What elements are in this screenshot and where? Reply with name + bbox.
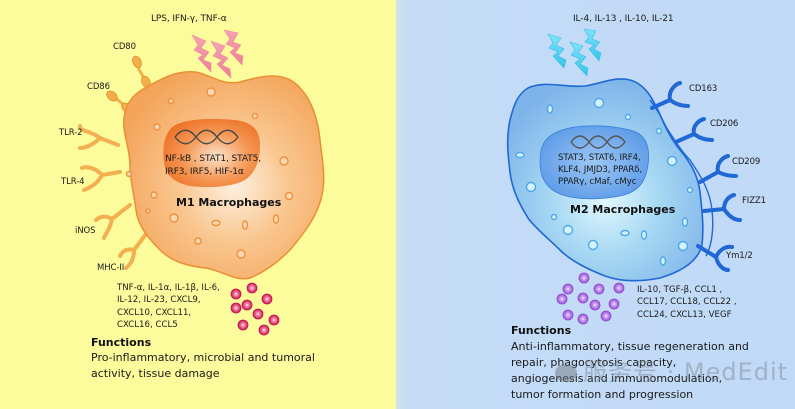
m2-cytokines bbox=[556, 272, 625, 325]
m1-functions-text: Pro-inflammatory, microbial and tumoral … bbox=[91, 351, 315, 380]
m1-functions-heading: Functions bbox=[91, 336, 152, 349]
cd86-label: CD86 bbox=[87, 82, 110, 92]
mhc2-label: MHC-II bbox=[97, 263, 125, 273]
lightning-bolt-icon bbox=[569, 41, 589, 77]
watermark: 服务号 · MedEdit bbox=[555, 352, 788, 387]
ym12-label: Ym1/2 bbox=[726, 251, 753, 261]
m2-dna-icon bbox=[570, 135, 626, 149]
tlr2-label: TLR-2 bbox=[59, 128, 83, 138]
m2-functions-heading: Functions bbox=[511, 324, 572, 337]
watermark-logo-icon bbox=[555, 364, 577, 382]
cd163-receptor-icon bbox=[650, 81, 690, 110]
m1-nucleus-factors-line2: IRF3, IRF5, HIF-1α bbox=[165, 166, 244, 177]
lightning-bolt-icon bbox=[223, 29, 244, 66]
cd80-receptor-icon bbox=[132, 55, 151, 89]
m2-nucleus-factors: STAT3, STAT6, IRF4, KLF4, JMJD3, PPARδ, … bbox=[558, 152, 642, 189]
tlr2-receptor-icon bbox=[78, 124, 120, 150]
mhc2-receptor-icon bbox=[118, 232, 148, 270]
m2-nucleus-factors-line2: KLF4, JMJD3, PPARδ, bbox=[558, 165, 643, 176]
tlr4-label: TLR-4 bbox=[61, 177, 85, 187]
cd209-label: CD209 bbox=[732, 157, 761, 167]
tlr4-receptor-icon bbox=[80, 165, 122, 192]
fizz1-label: FIZZ1 bbox=[742, 196, 766, 206]
watermark-text: 服务号 · MedEdit bbox=[583, 358, 789, 386]
m1-title: M1 Macrophages bbox=[176, 196, 282, 209]
cd206-label: CD206 bbox=[710, 119, 739, 129]
fizz1-receptor-icon bbox=[702, 193, 742, 222]
m1-secreted-cytokines: TNF-α, IL-1α, IL-1β, IL-6, IL-12, IL-23,… bbox=[117, 283, 220, 331]
inos-label: iNOS bbox=[75, 226, 96, 236]
inos-receptor-icon bbox=[94, 203, 132, 240]
m2-nucleus bbox=[539, 125, 649, 200]
m2-nucleus-factors-line1: STAT3, STAT6, IRF4, bbox=[558, 153, 641, 163]
lightning-bolt-icon bbox=[191, 34, 212, 73]
m2-title: M2 Macrophages bbox=[570, 203, 676, 216]
cd80-label: CD80 bbox=[113, 42, 136, 52]
lightning-bolt-icon bbox=[583, 28, 602, 62]
ym12-receptor-icon bbox=[696, 244, 734, 272]
m1-cytokines bbox=[230, 282, 280, 336]
m1-vesicles bbox=[125, 87, 294, 259]
cd206-receptor-icon bbox=[674, 117, 714, 144]
m2-membrane-extension bbox=[649, 99, 714, 257]
cd163-label: CD163 bbox=[689, 84, 718, 94]
m2-stimuli-label: IL-4, IL-13 , IL-10, IL-21 bbox=[573, 14, 674, 24]
cd209-receptor-icon bbox=[698, 154, 738, 184]
lightning-bolt-icon bbox=[210, 40, 232, 79]
m2-receptors bbox=[650, 81, 742, 272]
lightning-bolt-icon bbox=[547, 33, 567, 69]
m1-stimulus-bolts bbox=[191, 29, 244, 79]
m2-stimulus-bolts bbox=[547, 28, 602, 77]
m2-nucleus-factors-line3: PPARγ, cMaf, cMyc bbox=[558, 177, 637, 188]
m1-nucleus bbox=[163, 118, 260, 188]
m1-dna-icon bbox=[174, 129, 239, 145]
m1-stimuli-label: LPS, IFN-γ, TNF-α bbox=[151, 14, 227, 24]
m2-secreted-cytokines: IL-10, TGF-β, CCL1 , CCL17, CCL18, CCL22… bbox=[637, 285, 737, 320]
m2-vesicles bbox=[515, 97, 694, 266]
m1-nucleus-factors-line1: NF-kB , STAT1, STAT5, bbox=[165, 154, 261, 164]
m1-nucleus-factors: NF-kB , STAT1, STAT5, IRF3, IRF5, HIF-1α bbox=[165, 153, 261, 179]
